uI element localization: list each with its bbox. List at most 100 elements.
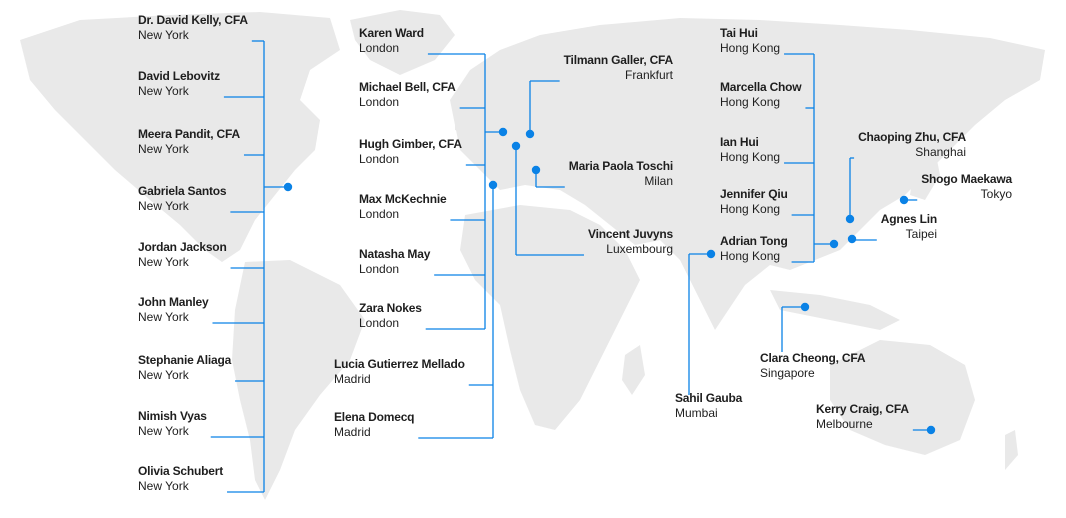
contact-name: Natasha May <box>359 247 431 261</box>
contact-city: Hong Kong <box>720 202 781 216</box>
contact-name: Elena Domecq <box>334 410 415 424</box>
contact-name: Nimish Vyas <box>138 409 207 423</box>
indonesia <box>770 290 900 330</box>
location-dot <box>531 165 541 175</box>
continents <box>20 10 1045 500</box>
contact-name: Gabriela Santos <box>138 184 227 198</box>
australia <box>830 340 975 455</box>
contact-name: Tilmann Galler, CFA <box>563 53 674 67</box>
contact-name: Vincent Juvyns <box>587 227 673 241</box>
location-dot <box>847 234 857 244</box>
contact-city: London <box>359 262 400 276</box>
uk-isles <box>455 95 478 135</box>
contact-name: Michael Bell, CFA <box>359 80 456 94</box>
new-zealand <box>1005 430 1018 470</box>
contact-name: Olivia Schubert <box>138 464 224 478</box>
location-dot <box>926 425 936 435</box>
south-america <box>232 260 365 500</box>
location-dot <box>706 249 716 259</box>
contact-city: Tokyo <box>980 187 1012 201</box>
contact-name: Karen Ward <box>359 26 424 40</box>
location-dot <box>829 239 839 249</box>
contact-city: New York <box>138 310 189 324</box>
contact-city: London <box>359 152 400 166</box>
location-dot <box>845 214 855 224</box>
contact-city: Hong Kong <box>720 150 781 164</box>
contact-city: New York <box>138 255 189 269</box>
contact-name: Dr. David Kelly, CFA <box>138 13 248 27</box>
contact-city: Hong Kong <box>720 41 781 55</box>
contact-city: Hong Kong <box>720 249 781 263</box>
contact-city: New York <box>138 368 189 382</box>
contact-name: Jennifer Qiu <box>720 187 788 201</box>
contact-city: New York <box>138 28 189 42</box>
africa <box>460 205 640 430</box>
contact-city: London <box>359 207 400 221</box>
contact-city: London <box>359 95 400 109</box>
contact-city: Mumbai <box>675 406 718 420</box>
contact-name: Ian Hui <box>720 135 759 149</box>
contact-name: Marcella Chow <box>720 80 802 94</box>
contact-name: John Manley <box>138 295 209 309</box>
contact-city: Frankfurt <box>624 68 673 82</box>
contact-city: Luxembourg <box>606 242 673 256</box>
contact-name: Tai Hui <box>720 26 758 40</box>
contact-name: Agnes Lin <box>880 212 937 226</box>
contact-name: Clara Cheong, CFA <box>760 351 866 365</box>
contact-city: New York <box>138 479 189 493</box>
location-dot <box>498 127 508 137</box>
location-dot <box>899 195 909 205</box>
contact-city: New York <box>138 199 189 213</box>
contact-city: Singapore <box>760 366 815 380</box>
location-dot <box>283 182 293 192</box>
location-dot <box>800 302 810 312</box>
contact-name: Max McKechnie <box>359 192 447 206</box>
location-dot <box>525 129 535 139</box>
contact-city: Madrid <box>334 372 371 386</box>
contact-city: New York <box>138 424 189 438</box>
location-dot <box>488 180 498 190</box>
contact-name: Stephanie Aliaga <box>138 353 232 367</box>
contact-city: New York <box>138 142 189 156</box>
contact-name: Jordan Jackson <box>138 240 227 254</box>
contact-name: Hugh Gimber, CFA <box>359 137 462 151</box>
contact-city: New York <box>138 84 189 98</box>
contact-name: Shogo Maekawa <box>921 172 1012 186</box>
contact-name: Sahil Gauba <box>675 391 743 405</box>
contact-city: Milan <box>644 174 673 188</box>
contact-name: Zara Nokes <box>359 301 422 315</box>
north-america <box>20 12 340 262</box>
contact-name: Chaoping Zhu, CFA <box>858 130 966 144</box>
contact-city: Taipei <box>905 227 937 241</box>
connector-lines <box>210 40 936 493</box>
